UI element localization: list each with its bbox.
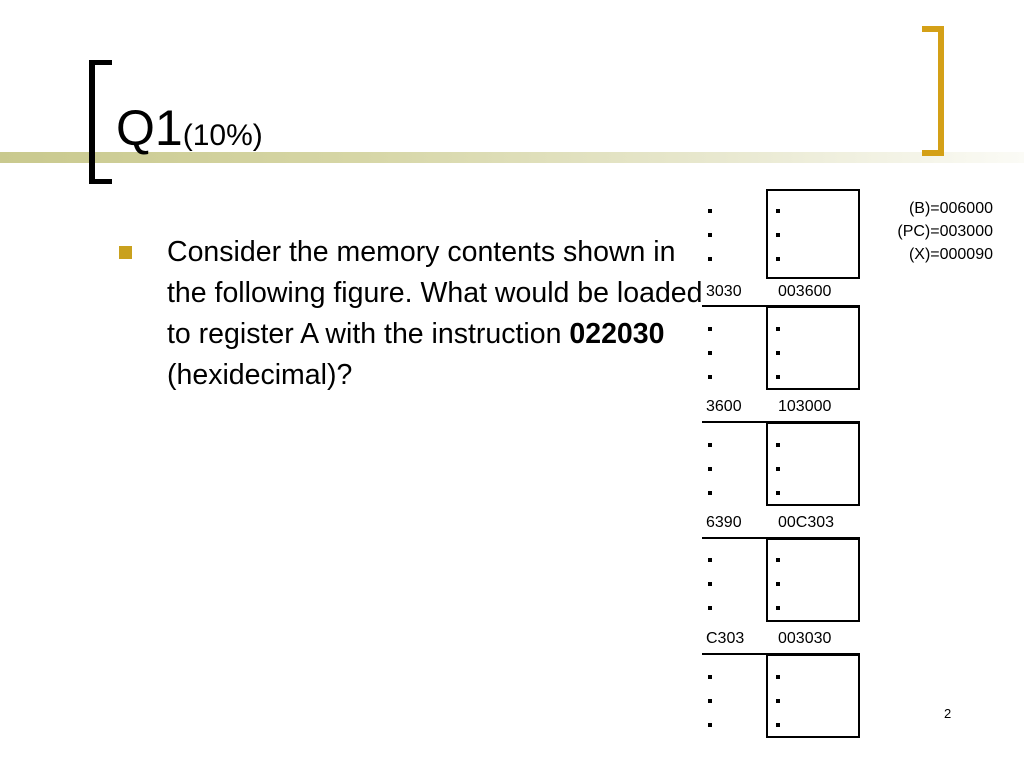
- memory-ellipsis-box: [766, 538, 860, 622]
- right-bracket-decoration: [922, 26, 944, 156]
- question-text-before: Consider the memory contents shown in th…: [167, 236, 703, 350]
- ellipsis-dot: [776, 675, 780, 679]
- ellipsis-dot: [708, 351, 712, 355]
- ellipsis-dot: [708, 257, 712, 261]
- memory-value: 103000: [778, 398, 832, 415]
- ellipsis-dot: [776, 233, 780, 237]
- register-b: (B)=006000: [908, 200, 993, 217]
- memory-address: 3600: [706, 398, 742, 415]
- ellipsis-dot: [708, 723, 712, 727]
- ellipsis-dot: [708, 582, 712, 586]
- memory-ellipsis-box: [766, 422, 860, 506]
- title-sub: (10%): [182, 119, 263, 152]
- register-x: (X)=000090: [908, 246, 993, 263]
- row-divider: [702, 653, 860, 655]
- memory-value: 003030: [778, 630, 832, 647]
- ellipsis-dot: [708, 675, 712, 679]
- ellipsis-dot: [776, 723, 780, 727]
- left-bracket-decoration: [89, 60, 112, 184]
- slide-title: Q1(10%): [116, 100, 263, 164]
- memory-address: 6390: [706, 514, 742, 531]
- memory-ellipsis-box: [766, 654, 860, 738]
- memory-ellipsis-box: [766, 189, 860, 279]
- ellipsis-dot: [776, 558, 780, 562]
- ellipsis-dot: [708, 443, 712, 447]
- instruction-code: 022030: [569, 318, 665, 350]
- ellipsis-dot: [776, 467, 780, 471]
- row-divider: [702, 305, 860, 307]
- ellipsis-dot: [776, 606, 780, 610]
- memory-address: C303: [706, 630, 745, 647]
- ellipsis-dot: [776, 375, 780, 379]
- ellipsis-dot: [708, 558, 712, 562]
- ellipsis-dot: [776, 699, 780, 703]
- bullet-text: Consider the memory contents shown in th…: [167, 232, 707, 396]
- ellipsis-dot: [776, 491, 780, 495]
- page-number: 2: [944, 706, 952, 721]
- memory-ellipsis-box: [766, 306, 860, 390]
- ellipsis-dot: [708, 375, 712, 379]
- memory-value: 00C303: [778, 514, 835, 531]
- title-underline-bar: [0, 152, 1024, 163]
- ellipsis-dot: [708, 699, 712, 703]
- ellipsis-dot: [708, 491, 712, 495]
- ellipsis-dot: [708, 606, 712, 610]
- ellipsis-dot: [776, 351, 780, 355]
- ellipsis-dot: [708, 327, 712, 331]
- ellipsis-dot: [776, 209, 780, 213]
- title-main: Q1: [116, 100, 183, 156]
- bullet-square-icon: [119, 246, 132, 259]
- ellipsis-dot: [776, 257, 780, 261]
- ellipsis-dot: [776, 327, 780, 331]
- question-text-after: (hexidecimal)?: [167, 359, 353, 391]
- ellipsis-dot: [776, 582, 780, 586]
- row-divider: [702, 421, 860, 423]
- memory-address: 3030: [706, 283, 742, 300]
- memory-value: 003600: [778, 283, 832, 300]
- ellipsis-dot: [708, 209, 712, 213]
- row-divider: [702, 537, 860, 539]
- ellipsis-dot: [776, 443, 780, 447]
- ellipsis-dot: [708, 233, 712, 237]
- ellipsis-dot: [708, 467, 712, 471]
- register-pc: (PC)=003000: [897, 223, 993, 240]
